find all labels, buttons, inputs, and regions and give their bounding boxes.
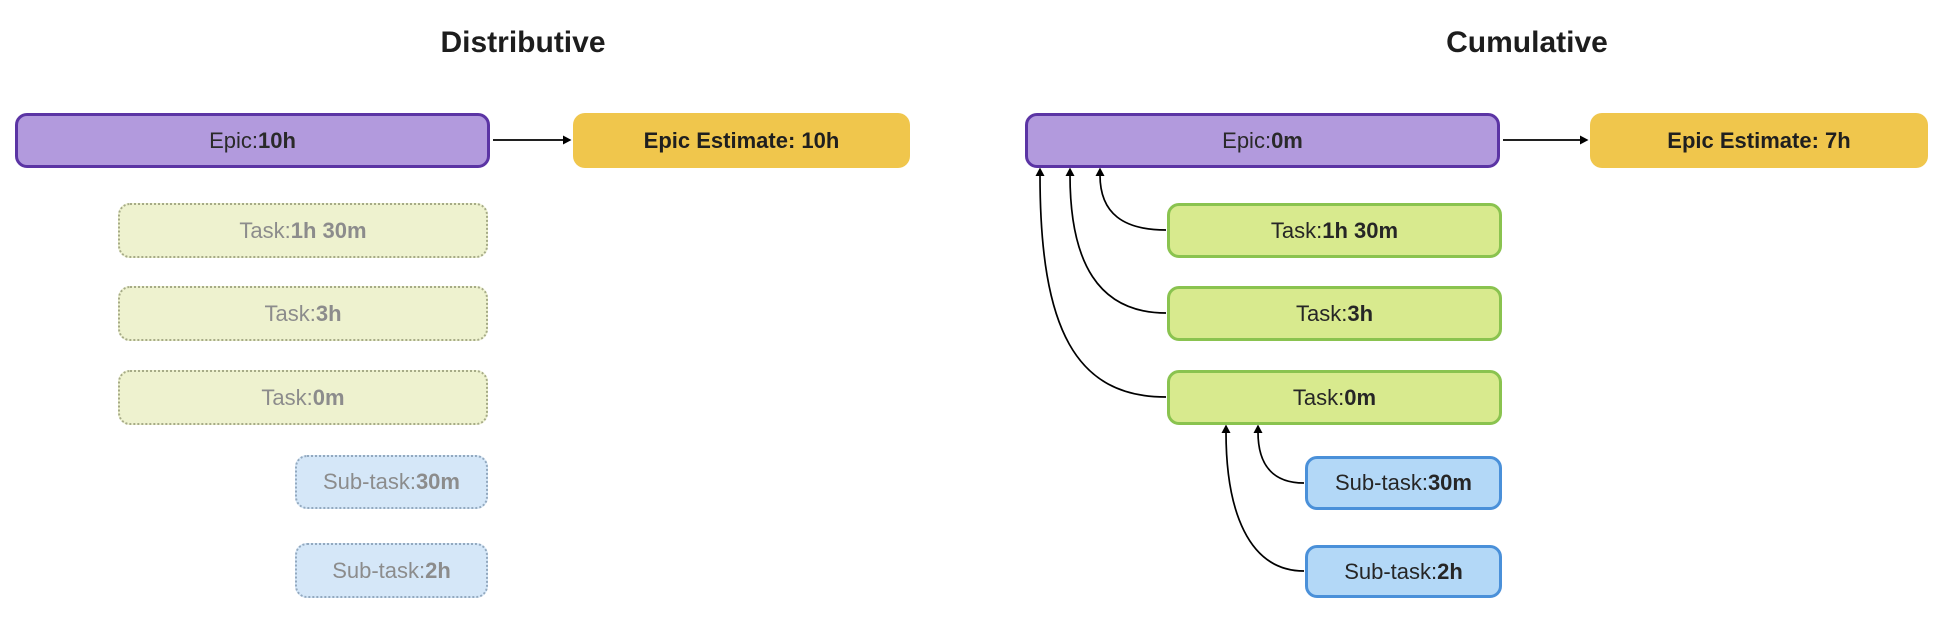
task-node-distributive-1: Task: 1h 30m	[118, 203, 488, 258]
task-label: Task:	[239, 217, 291, 243]
subtask-label: Sub-task:	[332, 557, 426, 583]
subtask-label: Sub-task:	[1344, 558, 1438, 584]
task-label: Task:	[264, 300, 316, 326]
epic-estimate-node-cumulative: Epic Estimate: 7h	[1590, 113, 1928, 168]
arrow-task1-to-epic	[1095, 167, 1167, 231]
epic-label: Epic:	[209, 127, 258, 153]
task-node-cumulative-1: Task: 1h 30m	[1167, 203, 1502, 258]
subtask-value: 30m	[415, 469, 460, 494]
task-node-distributive-3: Task: 0m	[118, 370, 488, 425]
task-value: 0m	[1344, 384, 1377, 410]
panel-title-distributive: Distributive	[440, 26, 606, 59]
subtask-node-cumulative-2: Sub-task: 2h	[1305, 545, 1502, 598]
epic-node-cumulative: Epic: 0m	[1025, 113, 1500, 168]
task-label: Task:	[1295, 300, 1348, 326]
task-label: Task:	[1292, 384, 1345, 410]
task-node-distributive-2: Task: 3h	[118, 286, 488, 341]
arrow-subtask1-to-task	[1253, 424, 1305, 484]
subtask-node-distributive-1: Sub-task: 30m	[295, 455, 488, 509]
epic-estimate-text: Epic Estimate: 10h	[643, 127, 840, 153]
task-value: 3h	[1347, 300, 1374, 326]
task-label: Task:	[261, 384, 313, 410]
task-label: Task:	[1270, 217, 1323, 243]
subtask-node-distributive-2: Sub-task: 2h	[295, 543, 488, 598]
epic-label: Epic:	[1222, 127, 1272, 153]
task-value: 0m	[312, 384, 345, 410]
epic-estimate-node-distributive: Epic Estimate: 10h	[573, 113, 910, 168]
task-value: 3h	[315, 300, 342, 326]
task-value: 1h 30m	[1322, 217, 1399, 243]
subtask-value: 2h	[425, 557, 451, 583]
subtask-label: Sub-task:	[323, 469, 416, 494]
arrow-task3-to-epic	[1035, 167, 1167, 398]
subtask-value: 2h	[1437, 558, 1463, 584]
task-node-cumulative-3: Task: 0m	[1167, 370, 1502, 425]
arrow-task2-to-epic	[1065, 167, 1167, 314]
epic-node-distributive: Epic: 10h	[15, 113, 490, 168]
subtask-value: 30m	[1427, 470, 1472, 495]
epic-value: 10h	[258, 127, 296, 153]
panel-title-cumulative: Cumulative	[1446, 26, 1608, 59]
subtask-node-cumulative-1: Sub-task: 30m	[1305, 456, 1502, 510]
subtask-label: Sub-task:	[1335, 470, 1428, 495]
epic-estimate-text: Epic Estimate: 7h	[1667, 127, 1851, 153]
task-value: 1h 30m	[290, 217, 367, 243]
arrow-subtask2-to-task	[1221, 424, 1305, 572]
epic-value: 0m	[1271, 127, 1303, 153]
task-node-cumulative-2: Task: 3h	[1167, 286, 1502, 341]
